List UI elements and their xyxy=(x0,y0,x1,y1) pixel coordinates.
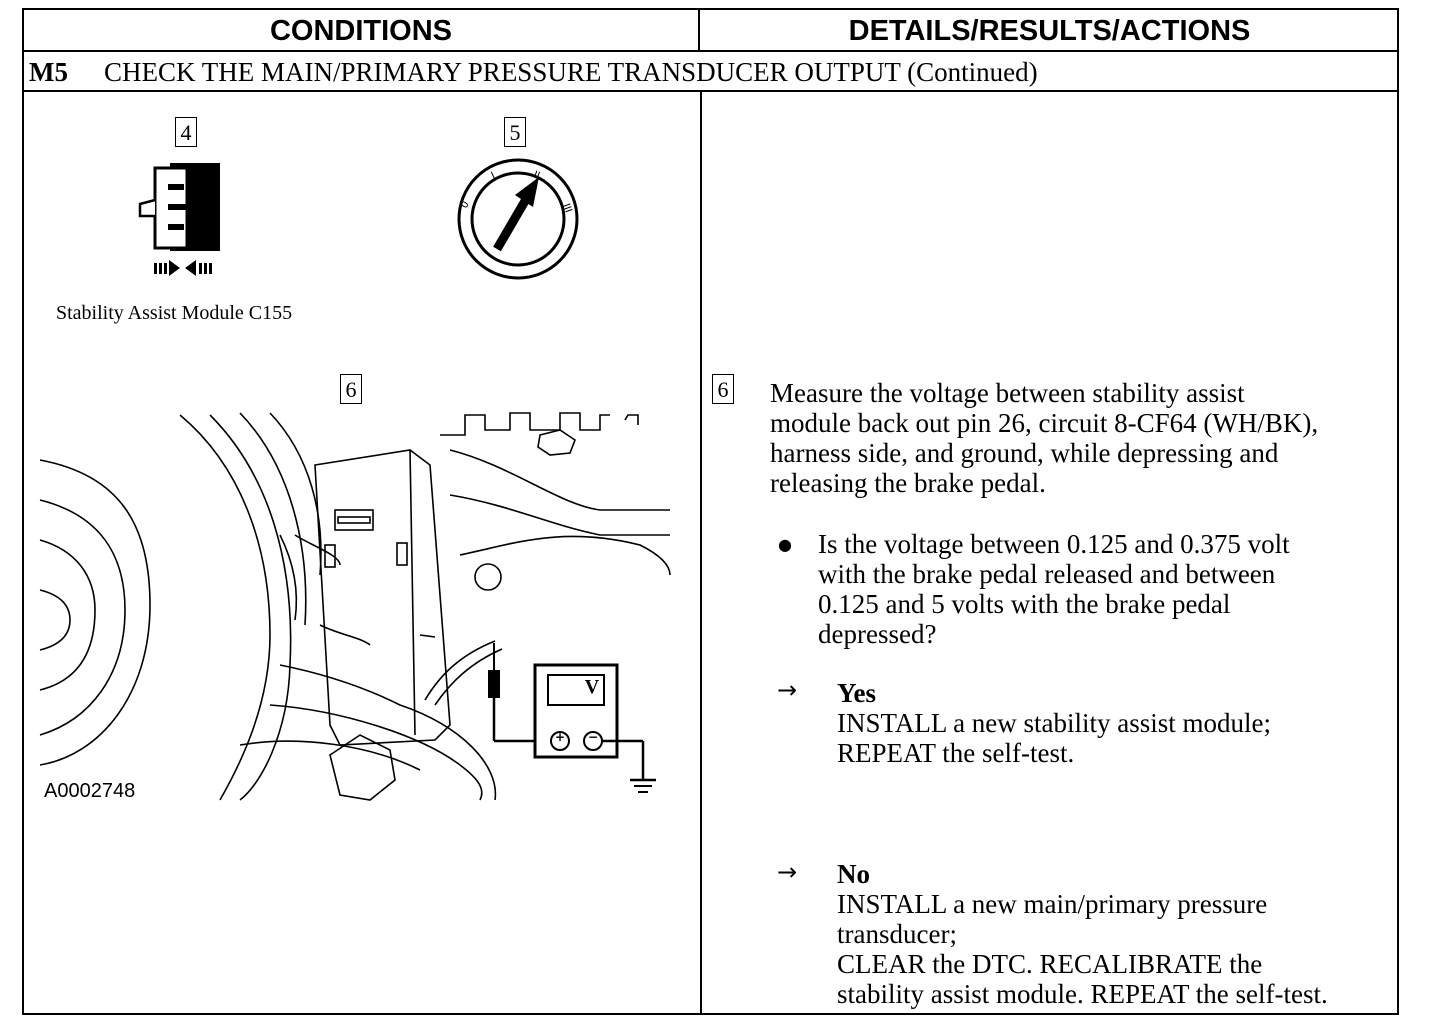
voltmeter-label: V xyxy=(584,676,600,698)
meter-plus-label: + xyxy=(554,730,566,744)
yes-action-line: REPEAT the self-test. xyxy=(837,738,1075,768)
details-header: DETAILS/RESULTS/ACTIONS xyxy=(848,15,1251,47)
connector-caption: Stability Assist Module C155 xyxy=(56,302,293,324)
no-arrow-icon: → xyxy=(777,858,798,886)
no-label: No xyxy=(837,859,870,889)
no-result: No INSTALL a new main/primary pressure t… xyxy=(837,859,1328,1009)
ignition-switch-icon: 0 I II III xyxy=(457,158,579,280)
step-4-box: 4 xyxy=(175,117,197,147)
yes-result: Yes INSTALL a new stability assist modul… xyxy=(837,678,1271,768)
column-divider xyxy=(700,92,702,1013)
step-6-box: 6 xyxy=(340,374,362,404)
question-line: with the brake pedal released and betwee… xyxy=(818,559,1276,589)
svg-text:0: 0 xyxy=(459,199,472,210)
engine-bay-illustration xyxy=(39,412,671,801)
meter-minus-label: − xyxy=(587,730,599,744)
section-row: M5 CHECK THE MAIN/PRIMARY PRESSURE TRANS… xyxy=(24,50,1397,92)
no-action-line: transducer; xyxy=(837,919,957,949)
instruction-line: harness side, and ground, while depressi… xyxy=(770,438,1279,468)
bullet-icon: ● xyxy=(778,535,792,554)
question-line: depressed? xyxy=(818,619,937,649)
no-action-line: stability assist module. REPEAT the self… xyxy=(837,979,1328,1009)
connector-icon xyxy=(138,163,220,276)
instruction-text: Measure the voltage between stability as… xyxy=(770,378,1318,498)
instruction-line: module back out pin 26, circuit 8-CF64 (… xyxy=(770,408,1319,438)
conditions-header: CONDITIONS xyxy=(24,10,700,50)
no-action-line: INSTALL a new main/primary pressure xyxy=(837,889,1268,919)
figure-id: A0002748 xyxy=(44,780,136,802)
section-title: CHECK THE MAIN/PRIMARY PRESSURE TRANSDUC… xyxy=(104,57,1038,87)
svg-text:III: III xyxy=(560,202,573,214)
no-action-line: CLEAR the DTC. RECALIBRATE the xyxy=(837,949,1263,979)
svg-text:I: I xyxy=(490,171,497,182)
question-text: Is the voltage between 0.125 and 0.375 v… xyxy=(818,529,1290,649)
instruction-line: releasing the brake pedal. xyxy=(770,468,1046,498)
svg-text:II: II xyxy=(532,169,541,181)
question-line: 0.125 and 5 volts with the brake pedal xyxy=(818,589,1231,619)
yes-label: Yes xyxy=(837,678,876,708)
instruction-line: Measure the voltage between stability as… xyxy=(770,378,1245,408)
section-code: M5 xyxy=(29,57,68,87)
yes-arrow-icon: → xyxy=(777,676,798,704)
procedure-table: CONDITIONS DETAILS/RESULTS/ACTIONS M5 CH… xyxy=(22,8,1399,1015)
step-5-box: 5 xyxy=(504,117,526,147)
yes-action-line: INSTALL a new stability assist module; xyxy=(837,708,1272,738)
question-line: Is the voltage between 0.125 and 0.375 v… xyxy=(818,529,1290,559)
detail-step-box: 6 xyxy=(712,374,734,404)
